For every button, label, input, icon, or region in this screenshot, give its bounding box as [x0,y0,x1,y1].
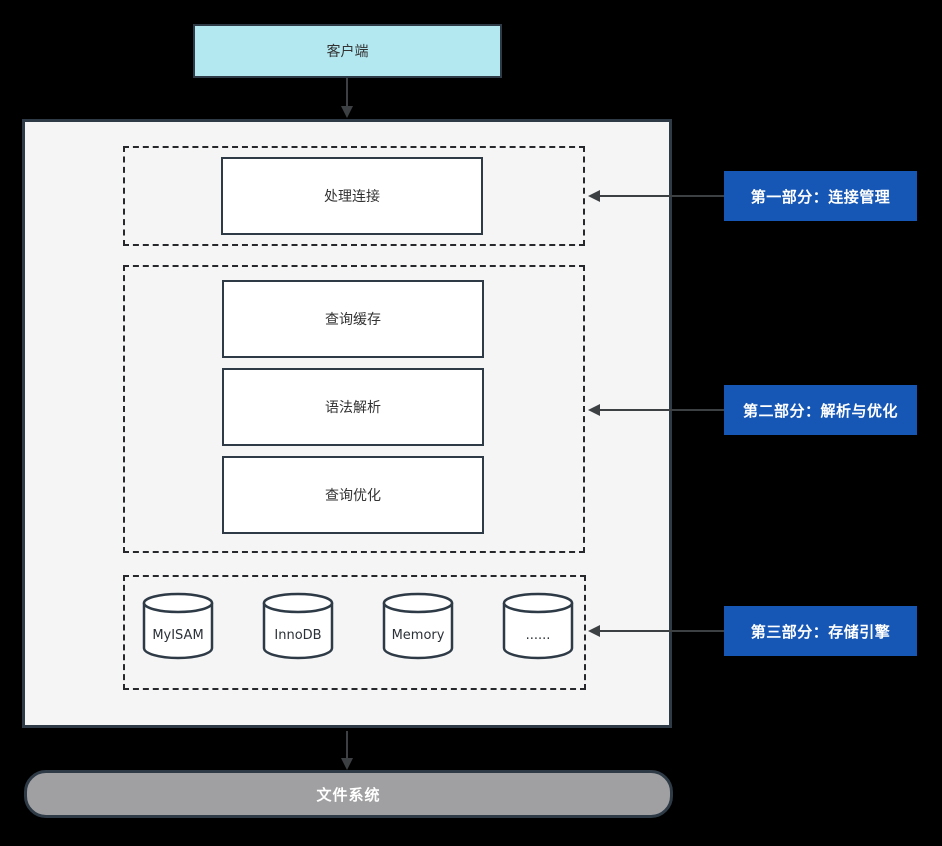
engine-label: MyISAM [152,627,204,643]
arrow-left-icon [588,625,600,637]
node-label: 语法解析 [325,400,381,416]
node-query-optimize: 查询优化 [222,456,484,534]
callout-storage-engines: 第三部分：存储引擎 [724,606,917,656]
database-cylinder-icon [142,592,214,660]
storage-engine-others: ...... [502,592,574,660]
callout-connection-management: 第一部分：连接管理 [724,171,917,221]
engine-label: ...... [525,627,551,643]
filesystem-label: 文件系统 [316,785,381,804]
arrow-client-to-server-line [346,78,348,107]
database-cylinder-icon [262,592,334,660]
arrow-left-icon [588,190,600,202]
callout-arrow-line [600,195,724,197]
section-connection-frame [123,146,585,246]
storage-engine-innodb: InnoDB [262,592,334,660]
node-label: 处理连接 [324,189,380,205]
engine-label: InnoDB [274,627,322,643]
callout-label: 第一部分：连接管理 [750,187,891,206]
filesystem-node: 文件系统 [24,770,673,818]
node-query-cache: 查询缓存 [222,280,484,358]
section-storage-engines-frame [123,575,586,690]
engine-label: Memory [391,627,445,643]
arrow-server-to-fs-line [346,731,348,759]
client-node: 客户端 [193,24,502,78]
database-cylinder-icon [382,592,454,660]
node-handle-connections: 处理连接 [221,157,483,235]
node-syntax-parse: 语法解析 [222,368,484,446]
node-label: 查询缓存 [325,312,381,328]
client-label: 客户端 [326,44,369,60]
callout-label: 第三部分：存储引擎 [750,622,891,641]
storage-engine-myisam: MyISAM [142,592,214,660]
arrow-down-icon [341,758,353,770]
callout-label: 第二部分：解析与优化 [742,401,898,420]
storage-engine-memory: Memory [382,592,454,660]
arrow-left-icon [588,404,600,416]
callout-arrow-line [600,409,724,411]
database-cylinder-icon [502,592,574,660]
arrow-down-icon [341,106,353,118]
callout-parse-optimize: 第二部分：解析与优化 [724,385,917,435]
node-label: 查询优化 [325,488,381,504]
callout-arrow-line [600,630,724,632]
section-parse-optimize-frame [123,265,585,553]
